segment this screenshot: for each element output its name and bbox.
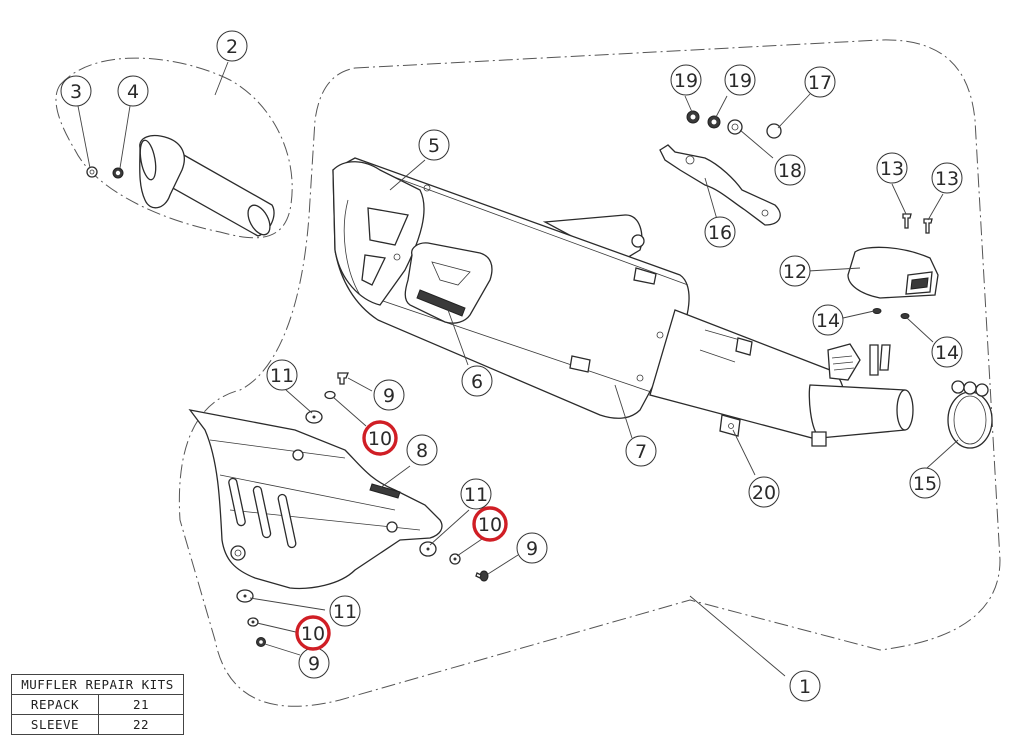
spacer-11a xyxy=(305,410,323,424)
callout-19a: 19 xyxy=(670,64,702,96)
callout-label: 4 xyxy=(127,81,139,103)
callout-label: 2 xyxy=(226,36,238,58)
callout-label: 9 xyxy=(383,385,395,407)
main-assembly-boundary xyxy=(178,39,1001,707)
callout-16: 16 xyxy=(704,216,736,248)
screw-9c xyxy=(256,637,266,647)
callout-3: 3 xyxy=(60,75,92,107)
callout-label: 19 xyxy=(728,70,752,92)
callout-label: 11 xyxy=(270,365,294,387)
callout-label: 10 xyxy=(368,428,392,450)
callout-11b: 11 xyxy=(460,478,492,510)
callout-label: 14 xyxy=(935,342,959,364)
sensor-cover xyxy=(847,246,939,299)
callout-9a: 9 xyxy=(373,379,405,411)
callout-4: 4 xyxy=(117,75,149,107)
washer-4 xyxy=(112,167,124,179)
callout-11a: 11 xyxy=(266,359,298,391)
kit-number: 22 xyxy=(98,714,184,735)
callout-1: 1 xyxy=(789,670,821,702)
spacer-11c xyxy=(236,589,254,603)
callout-label: 20 xyxy=(752,482,776,504)
callout-label: 19 xyxy=(674,70,698,92)
callout-15: 15 xyxy=(909,467,941,499)
link-pipe-group-boundary xyxy=(55,57,293,239)
callout-label: 17 xyxy=(808,72,832,94)
washer-19 xyxy=(707,115,721,129)
table-row: SLEEVE 22 xyxy=(11,714,184,735)
bracket xyxy=(659,144,781,226)
callout-17: 17 xyxy=(804,66,836,98)
callout-12: 12 xyxy=(779,255,811,287)
spacer-11b xyxy=(419,541,437,557)
callout-label: 14 xyxy=(816,310,840,332)
callout-13b: 13 xyxy=(931,162,963,194)
kit-number: 21 xyxy=(98,694,184,715)
callout-label: 9 xyxy=(308,653,320,675)
callout-label: 6 xyxy=(471,371,483,393)
callout-label: 13 xyxy=(935,168,959,190)
washer-14b xyxy=(900,313,910,319)
table-row: REPACK 21 xyxy=(11,694,184,715)
screw-13b xyxy=(923,218,933,234)
callout-label: 10 xyxy=(301,623,325,645)
callout-label: 11 xyxy=(333,601,357,623)
callout-label: 16 xyxy=(708,222,732,244)
callout-5: 5 xyxy=(418,129,450,161)
callout-14b: 14 xyxy=(931,336,963,368)
callout-10b-highlighted: 10 xyxy=(472,506,508,542)
washer-10a xyxy=(324,390,336,400)
screw-13 xyxy=(902,213,912,229)
nut-3 xyxy=(86,166,98,178)
callout-label: 8 xyxy=(416,440,428,462)
muffler-body xyxy=(332,157,690,419)
callout-7: 7 xyxy=(625,435,657,467)
repair-kits-table: MUFFLER REPAIR KITS REPACK 21 SLEEVE 22 xyxy=(11,674,184,735)
callout-label: 12 xyxy=(783,261,807,283)
washer-10b xyxy=(449,553,461,565)
screw-9a xyxy=(337,372,349,385)
callout-label: 13 xyxy=(880,158,904,180)
callout-label: 15 xyxy=(913,473,937,495)
link-pipe xyxy=(139,134,275,237)
callout-6: 6 xyxy=(461,365,493,397)
clip xyxy=(719,414,741,437)
washer-10c xyxy=(247,617,259,627)
leader-lines xyxy=(77,61,959,677)
callout-11c: 11 xyxy=(329,595,361,627)
clamp xyxy=(947,380,993,449)
callout-10a-highlighted: 10 xyxy=(362,420,398,456)
callout-label: 9 xyxy=(526,538,538,560)
callout-2: 2 xyxy=(216,30,248,62)
callout-label: 10 xyxy=(478,514,502,536)
callout-14a: 14 xyxy=(812,304,844,336)
callout-18: 18 xyxy=(774,154,806,186)
callout-label: 5 xyxy=(428,135,440,157)
bush-17 xyxy=(766,123,782,139)
washer-18 xyxy=(727,119,743,135)
callout-20: 20 xyxy=(748,476,780,508)
kit-name: SLEEVE xyxy=(11,714,99,735)
washer-14 xyxy=(872,308,882,314)
callout-19b: 19 xyxy=(724,64,756,96)
repair-kits-title: MUFFLER REPAIR KITS xyxy=(11,674,184,695)
kit-name: REPACK xyxy=(11,694,99,715)
callout-9b: 9 xyxy=(516,532,548,564)
callout-label: 7 xyxy=(635,441,647,463)
repair-kits-header-row: MUFFLER REPAIR KITS xyxy=(11,674,184,695)
screw-9b xyxy=(475,570,489,582)
callout-8: 8 xyxy=(406,434,438,466)
heat-shield xyxy=(188,409,443,590)
mid-pipe xyxy=(649,309,914,447)
callout-13a: 13 xyxy=(876,152,908,184)
callout-label: 1 xyxy=(799,676,811,698)
callout-label: 11 xyxy=(464,484,488,506)
nut-19 xyxy=(686,110,700,124)
callout-9c: 9 xyxy=(298,647,330,679)
callout-10c-highlighted: 10 xyxy=(295,615,331,651)
callout-label: 3 xyxy=(70,81,82,103)
callout-label: 18 xyxy=(778,160,802,182)
